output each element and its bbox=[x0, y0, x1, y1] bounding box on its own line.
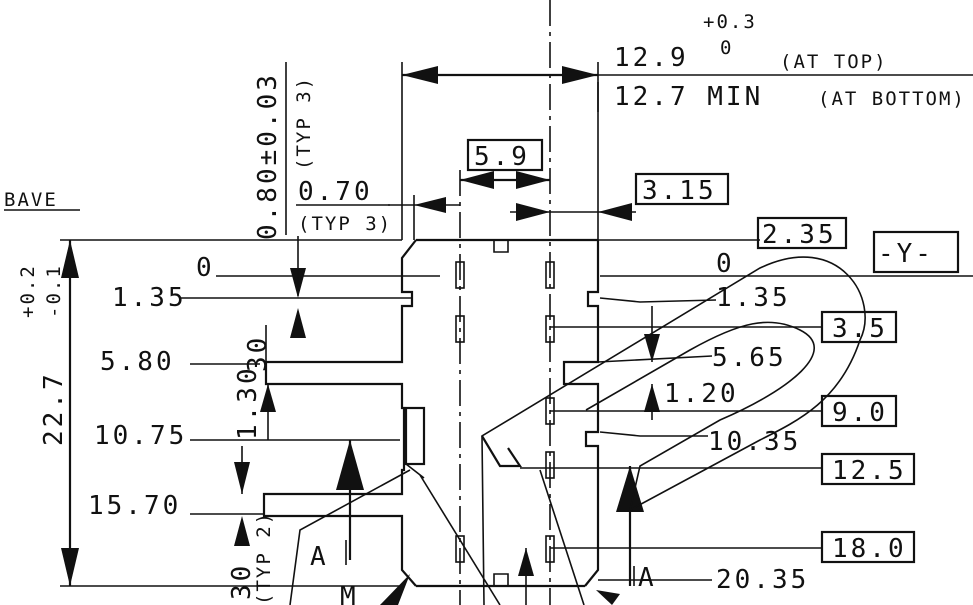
right-dim-20-35: 20.35 bbox=[716, 565, 809, 595]
height-tol-minus: -0.1 bbox=[43, 264, 65, 318]
left-dim-10-75: 10.75 bbox=[94, 421, 187, 451]
pitch-note: (TYP 3) bbox=[293, 76, 315, 170]
datum-y-box bbox=[872, 230, 960, 274]
inner-latch-slot bbox=[404, 406, 426, 466]
right-arrow-a bbox=[516, 203, 550, 221]
width-tolerance-zero: 0 bbox=[720, 37, 733, 59]
partial-label-bave: BAVE bbox=[4, 189, 58, 211]
height-arrow-top bbox=[61, 240, 79, 278]
width-bottom-value: 12.7 MIN bbox=[614, 82, 763, 112]
width-top-value: 12.9 bbox=[614, 43, 689, 73]
width-tolerance: +0.3 bbox=[703, 11, 757, 33]
height-value: 22.7 bbox=[39, 371, 69, 446]
datum-y-label: -Y- bbox=[878, 239, 934, 269]
right-arrow-b bbox=[598, 203, 632, 221]
dim-18-0: 18.0 bbox=[832, 534, 907, 564]
width-bottom-note: (AT BOTTOM) bbox=[818, 88, 966, 110]
left-dim-5-80: 5.80 bbox=[100, 347, 175, 377]
top-notch bbox=[493, 240, 509, 253]
lead-arrow-left bbox=[414, 197, 446, 213]
section-a-left-label: A bbox=[310, 542, 329, 572]
dim-box-5-9 bbox=[466, 138, 544, 172]
lead-pads bbox=[455, 261, 555, 563]
right-leader-1-35 bbox=[599, 297, 717, 303]
width-arrow-right bbox=[562, 66, 598, 84]
left-dim-15-70: 15.70 bbox=[88, 491, 181, 521]
bottom-arrow-right bbox=[596, 590, 620, 605]
dim-5-9: 5.9 bbox=[474, 142, 530, 172]
left-bottom-partial: 30 bbox=[227, 563, 257, 600]
dim-box-18-0 bbox=[820, 530, 916, 564]
partial-bottom-label: M bbox=[340, 582, 359, 605]
dim-box-2-35 bbox=[756, 216, 848, 250]
body-outline-left bbox=[262, 239, 417, 587]
height-arrow-bottom bbox=[61, 548, 79, 586]
right-dim-5-65: 5.65 bbox=[712, 343, 787, 373]
section-a-right-arrow bbox=[616, 466, 644, 512]
section-band-left bbox=[419, 474, 501, 605]
lead-value: 0.70 bbox=[298, 177, 373, 207]
right-leader-10-35 bbox=[599, 431, 708, 437]
dim-box-3-15 bbox=[634, 172, 730, 206]
right-dim-0: 0 bbox=[716, 249, 735, 279]
left-dim-0: 0 bbox=[196, 253, 215, 283]
section-band-right bbox=[539, 469, 585, 605]
left-gap-1-30: 1.30 bbox=[233, 365, 263, 440]
inner-diagonal-feature bbox=[481, 435, 523, 468]
section-a-left-arrow bbox=[336, 440, 364, 490]
pitch-value: 0.80±0.03 bbox=[253, 72, 283, 240]
dim-9-0: 9.0 bbox=[832, 398, 888, 428]
dim-2-35: 2.35 bbox=[762, 220, 837, 250]
slot-arrow-up bbox=[234, 516, 250, 546]
right-dim-1-20: 1.20 bbox=[664, 379, 739, 409]
lead-note: (TYP 3) bbox=[298, 213, 392, 235]
section-plane-outline bbox=[289, 256, 866, 605]
right-leader-5-65 bbox=[597, 355, 713, 363]
dim-box-12-5 bbox=[820, 452, 916, 486]
pitch-arrow-bottom bbox=[290, 308, 306, 338]
right-dim-10-35: 10.35 bbox=[708, 427, 801, 457]
bottom-arrow-left bbox=[380, 574, 410, 605]
left-gap-partial: 30 bbox=[243, 335, 273, 372]
body-outline-right bbox=[562, 240, 600, 587]
width-top-note: (AT TOP) bbox=[780, 51, 888, 73]
section-a-right-label: A bbox=[638, 563, 657, 593]
dim-12-5: 12.5 bbox=[832, 456, 907, 486]
right-dim-1-35: 1.35 bbox=[716, 283, 791, 313]
left-bottom-note-partial: (TYP 2) bbox=[253, 511, 275, 605]
bottom-notch bbox=[493, 573, 509, 586]
dim-3-5: 3.5 bbox=[832, 314, 888, 344]
center-arrow-left bbox=[460, 171, 494, 189]
height-tol-plus: +0.2 bbox=[17, 264, 39, 318]
left-dim-1-35: 1.35 bbox=[112, 283, 187, 313]
dim-3-15: 3.15 bbox=[642, 176, 717, 206]
center-arrow-right bbox=[516, 171, 550, 189]
width-arrow-left bbox=[402, 66, 438, 84]
